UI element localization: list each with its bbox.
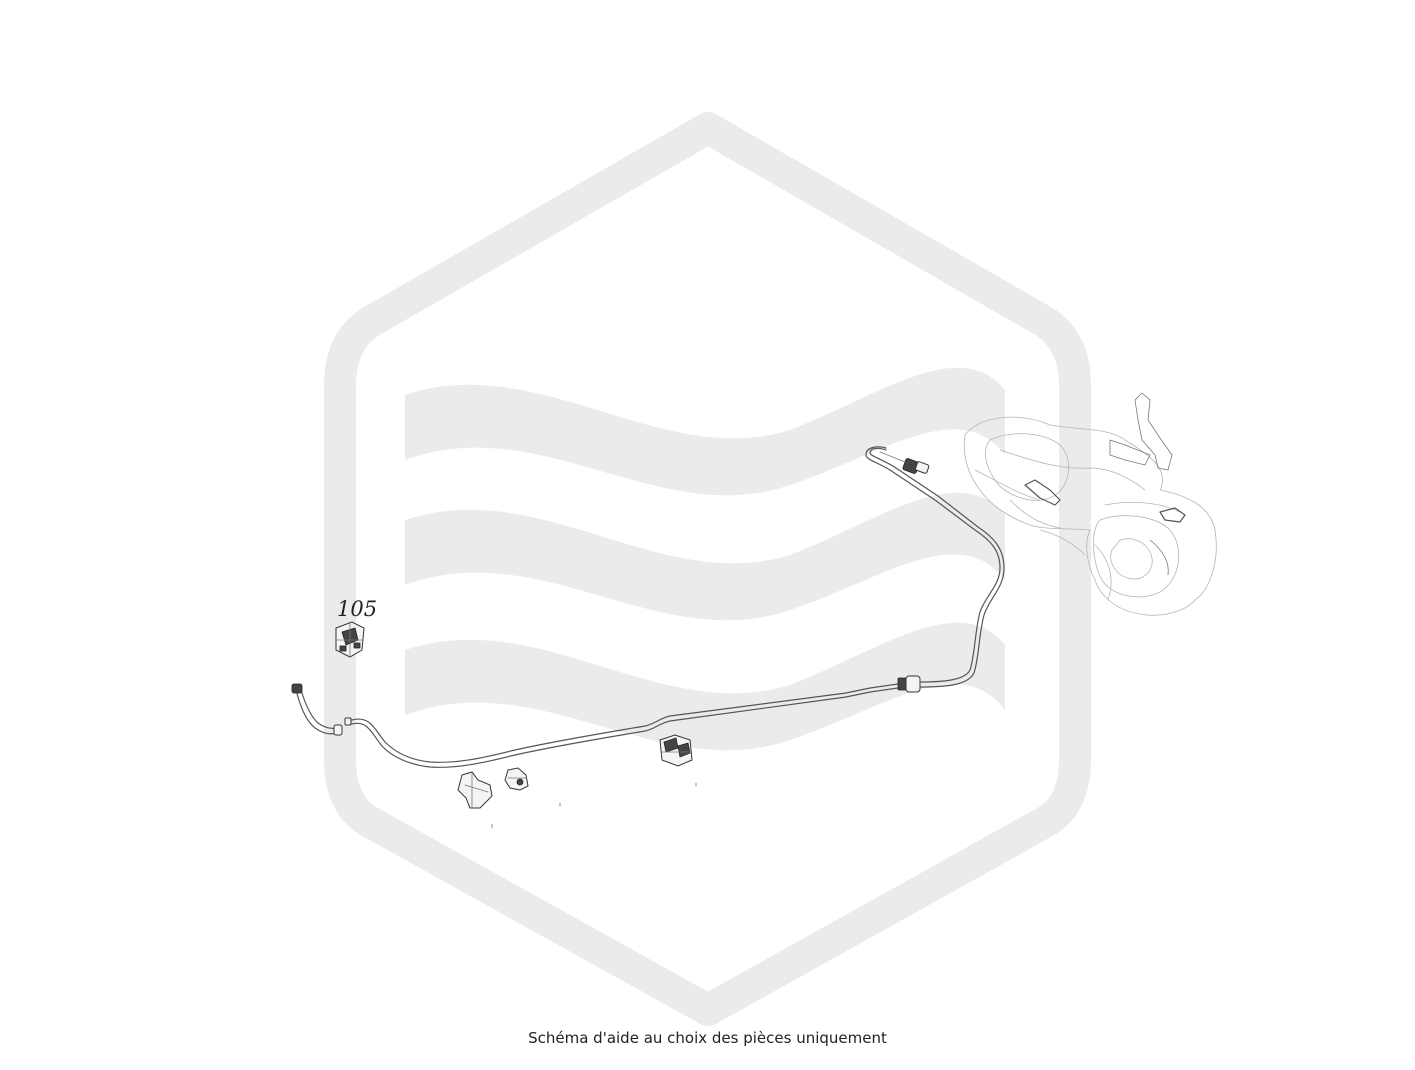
diagram-caption: Schéma d'aide au choix des pièces unique…	[528, 1029, 887, 1047]
engine-assembly	[963, 392, 1217, 616]
watermark-logo-icon	[324, 112, 1091, 1026]
part-105-bracket: 105	[335, 597, 377, 658]
hydraulic-line	[291, 446, 1005, 768]
pipe-clamp-block	[659, 734, 697, 787]
pipe-clip-2	[504, 767, 561, 807]
part-label-105: 105	[337, 597, 377, 621]
pipe-clip-1	[457, 771, 493, 829]
